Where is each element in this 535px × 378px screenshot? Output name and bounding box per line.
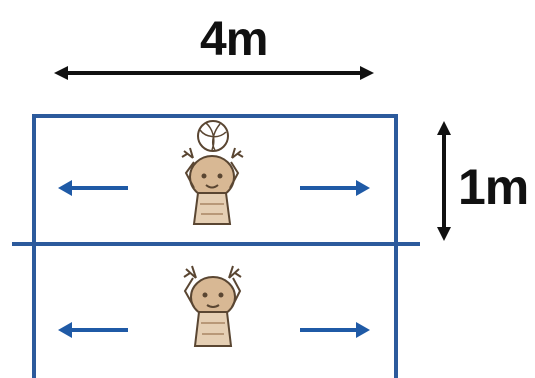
arrow-right-icon	[300, 322, 370, 338]
court-boundaries	[12, 114, 420, 378]
arrow-left-icon	[58, 322, 128, 338]
deer-player-with-volleyball-icon	[181, 120, 244, 225]
arrow-right-icon	[300, 180, 370, 196]
arrow-left-icon	[58, 180, 128, 196]
width-label: 4m	[200, 13, 268, 66]
deer-player-icon	[183, 265, 242, 347]
height-label: 1m	[458, 159, 529, 215]
